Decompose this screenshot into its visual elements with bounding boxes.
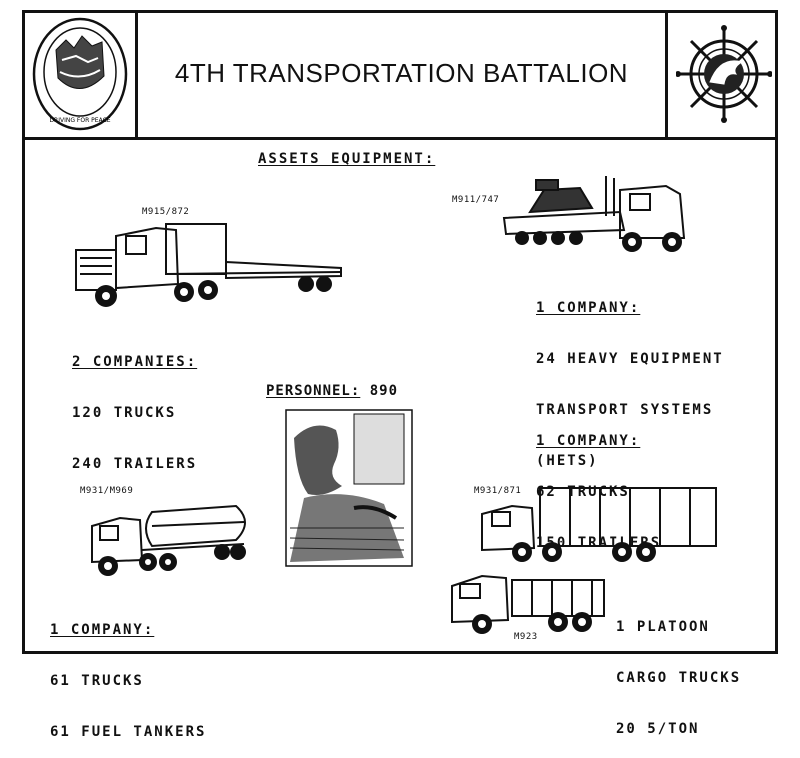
m911-group-text: 1 COMPANY: 24 HEAVY EQUIPMENT TRANSPORT … — [536, 266, 724, 487]
m931-871-heading: 1 COMPANY: — [536, 433, 641, 449]
m911-het-illustration — [502, 176, 686, 252]
battalion-crest-icon: DRIVING FOR PEACE — [32, 17, 128, 131]
m969-fuel-tanker-illustration — [91, 504, 246, 576]
crest-motto: DRIVING FOR PEACE — [49, 117, 110, 124]
assets-heading: ASSETS EQUIPMENT: — [258, 151, 436, 167]
m931-871-model-label: M931/871 — [474, 486, 522, 496]
m915-line-2: 240 TRAILERS — [72, 456, 198, 472]
m915-model-label: M915/872 — [142, 207, 190, 217]
header-right-divider — [665, 10, 668, 139]
m915-group-text: 2 COMPANIES: 120 TRUCKS 240 TRAILERS — [72, 320, 197, 490]
m911-line-1: 24 HEAVY EQUIPMENT — [536, 351, 724, 367]
m931-969-heading: 1 COMPANY: — [50, 622, 155, 638]
m915-line-1: 120 TRUCKS — [72, 405, 177, 421]
m923-line-2: CARGO TRUCKS — [616, 670, 742, 686]
m931-cargo-trailer-illustration — [481, 487, 717, 562]
page-title: 4TH TRANSPORTATION BATTALION — [174, 58, 629, 88]
m911-model-label: M911/747 — [452, 195, 500, 205]
m911-heading: 1 COMPANY: — [536, 300, 641, 316]
m911-line-3: (HETS) — [536, 453, 599, 469]
m915-heading: 2 COMPANIES: — [72, 354, 198, 370]
m931-969-group-text: 1 COMPANY: 61 TRUCKS 61 FUEL TANKERS — [50, 588, 206, 758]
m931-969-line-1: 61 TRUCKS — [50, 673, 144, 689]
personnel-heading: PERSONNEL: — [266, 383, 361, 399]
m923-line-1: 1 PLATOON — [616, 619, 710, 635]
soldier-driver-illustration — [285, 409, 413, 567]
m915-tractor-trailer-illustration — [75, 223, 342, 307]
header-left-divider — [135, 10, 138, 139]
m923-model-label: M923 — [514, 632, 538, 642]
header-divider — [22, 137, 778, 140]
transportation-corps-insignia-icon — [676, 25, 772, 123]
m911-line-2: TRANSPORT SYSTEMS — [536, 402, 714, 418]
personnel-label: PERSONNEL: 890 — [266, 383, 398, 400]
m931-969-line-2: 61 FUEL TANKERS — [50, 724, 207, 740]
personnel-count: 890 — [369, 383, 399, 399]
m923-cargo-truck-illustration — [451, 574, 605, 634]
m923-line-3: 20 5/TON — [616, 721, 700, 737]
page-border — [22, 10, 778, 654]
m931-969-model-label: M931/M969 — [80, 486, 134, 496]
m923-group-text: 1 PLATOON CARGO TRUCKS 20 5/TON — [616, 585, 741, 755]
